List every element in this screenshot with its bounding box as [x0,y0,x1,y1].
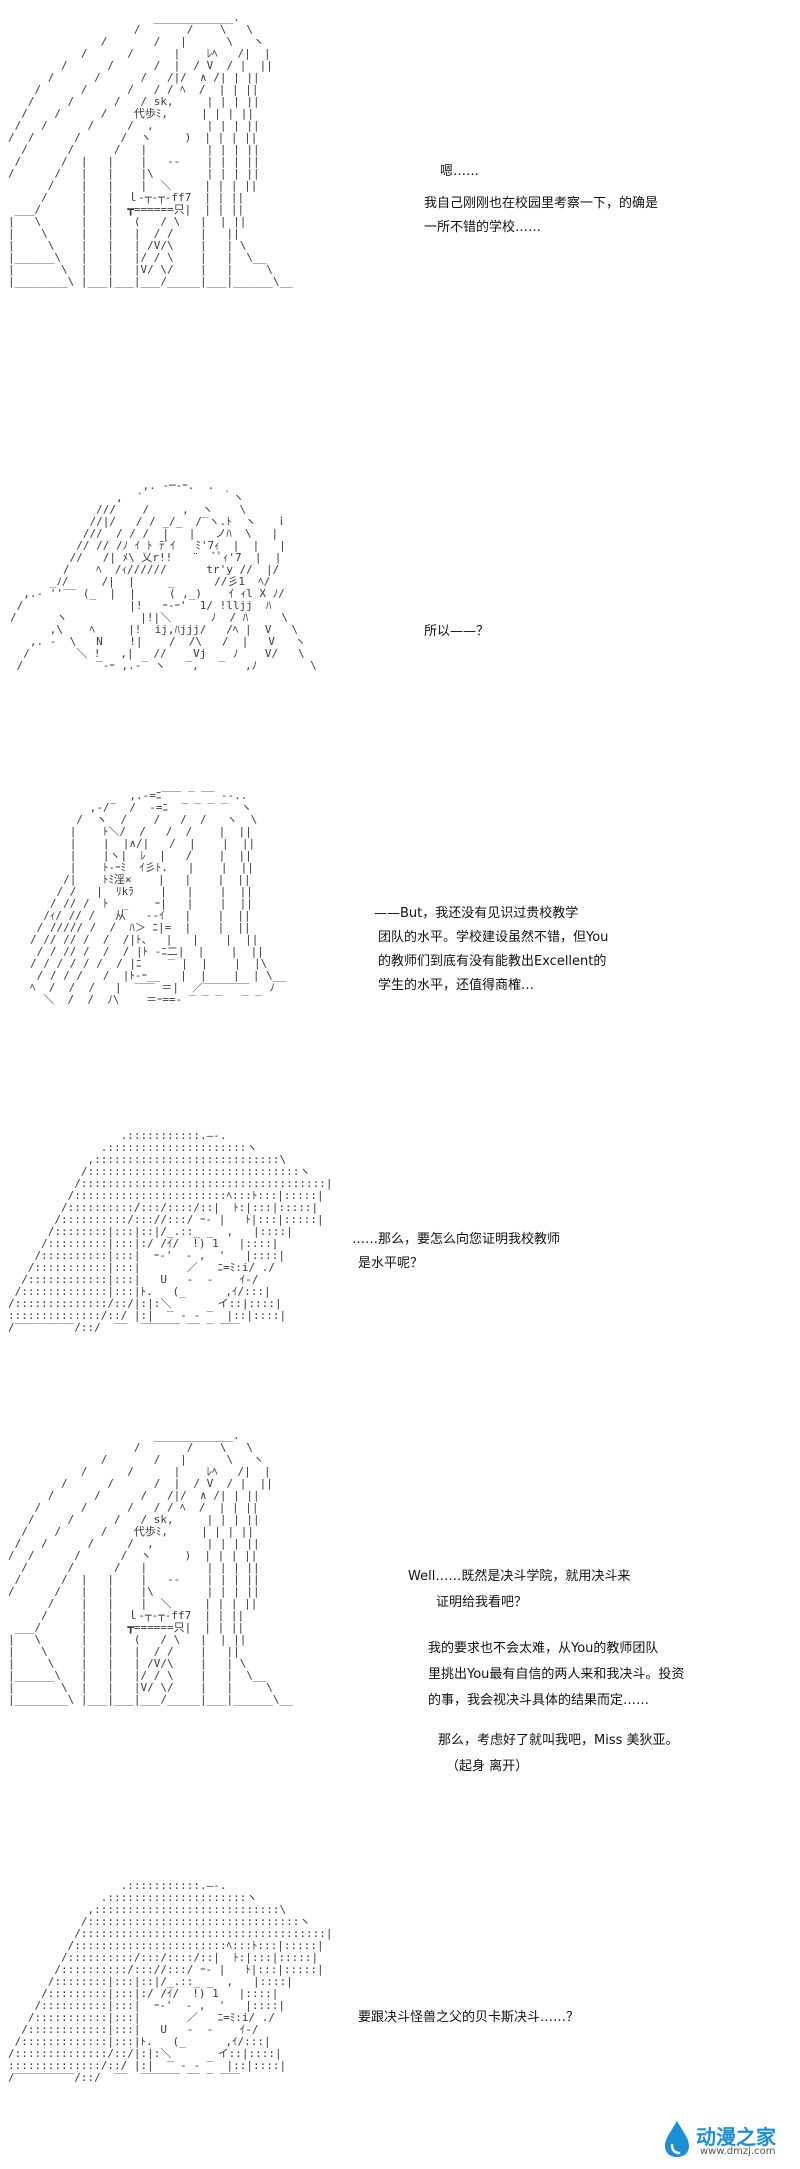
logo-url: www.dmzj.com [700,2146,776,2157]
dialogue-line: （起身 离开） [446,1759,529,1774]
panel-2: ,. -─-ｰ. . , ´ ｀ヽ /// / , ヽ \ //|/ / / _… [0,470,800,780]
panel-6: .:::::::::::.—‐. .:::::::::::::::::::::ヽ… [0,1870,800,2169]
dialogue-line: 是水平呢？ [358,1256,424,1271]
ascii-art-character: .:::::::::::.—‐. .:::::::::::::::::::::ヽ… [8,1879,333,2084]
logo-drop-icon [665,2121,689,2157]
ascii-art-character: ,. -─-ｰ. . , ´ ｀ヽ /// / , ヽ \ //|/ / / _… [10,479,317,672]
dialogue-line: ……那么，要怎么向您证明我校教师 [352,1232,561,1247]
dialogue-line: 的教师们到底有没有能教出Excellent的 [378,954,607,969]
dialogue-line: 所以——？ [424,624,490,639]
dialogue-line: 一所不错的学校…… [424,220,542,235]
panel-5: ____________. / / \ \ / / | \ ヽ / / | ﾚﾍ… [0,1420,800,1870]
dialogue-block: 嗯…… 我自己刚刚也在校园里考察一下，的确是 一所不错的学校…… [424,160,658,240]
ascii-art-character: ____________. / / \ \ / / | \ ヽ / / | ﾚﾍ… [8,11,293,288]
dialogue-line: 的事，我会视决斗具体的结果而定…… [428,1693,650,1708]
dialogue-line: 里挑出You最有自信的两人来和我决斗。投资 [428,1667,685,1682]
dialogue-block: Well……既然是决斗学院，就用决斗来 证明给我看吧？ 我的要求也不会太难，从Y… [408,1564,684,1780]
dialogue-line: 团队的水平。学校建设虽然不错，但You [378,930,609,945]
dialogue-line: Well……既然是决斗学院，就用决斗来 [408,1569,631,1584]
dialogue-line: 我的要求也不会太难，从You的教师团队 [428,1641,659,1656]
dialogue-line: 嗯…… [440,164,480,179]
panel-1: ____________. / / \ \ / / | \ ヽ / / | ﾚﾍ… [0,0,800,470]
dialogue-line: 要跟决斗怪兽之父的贝卡斯决斗……？ [358,2010,580,2025]
dialogue-line: 学生的水平，还值得商榷… [378,978,535,993]
ascii-art-character: ,.-=ﾆ‾‾‾ ‾ ‾‾ ‐-.. ,-/‾ / -=ﾆ ‾ ‾ ‾ ‾ ヽ … [30,789,287,1006]
watermark-logo: 动漫之家 www.dmzj.com [656,2117,786,2163]
panel-3: ,.-=ﾆ‾‾‾ ‾ ‾‾ ‐-.. ,-/‾ / -=ﾆ ‾ ‾ ‾ ‾ ヽ … [0,780,800,1120]
dialogue-line [408,1616,684,1636]
dialogue-line [408,1714,684,1728]
dialogue-block: ——But，我还没有见识过贵校教学 团队的水平。学校建设虽然不错，但You 的教… [372,902,608,998]
dialogue-line: 证明给我看吧？ [436,1595,528,1610]
dialogue-block: ……那么，要怎么向您证明我校教师 是水平呢？ [352,1228,560,1276]
dialogue-line: ——But，我还没有见识过贵校教学 [374,906,579,921]
dialogue-line: 那么，考虑好了就叫我吧，Miss 美狄亚。 [438,1733,679,1748]
dialogue-block: 要跟决斗怪兽之父的贝卡斯决斗……？ [358,2006,579,2030]
ascii-art-character: .:::::::::::.—‐. .:::::::::::::::::::::ヽ… [8,1129,333,1334]
logo-name: 动漫之家 [696,2125,776,2149]
ascii-art-character: ____________. / / \ \ / / | \ ヽ / / | ﾚﾍ… [8,1429,293,1706]
dialogue-block: 所以——？ [424,620,489,644]
dialogue-line: 我自己刚刚也在校园里考察一下，的确是 [424,196,659,211]
panel-4: .:::::::::::.—‐. .:::::::::::::::::::::ヽ… [0,1120,800,1420]
